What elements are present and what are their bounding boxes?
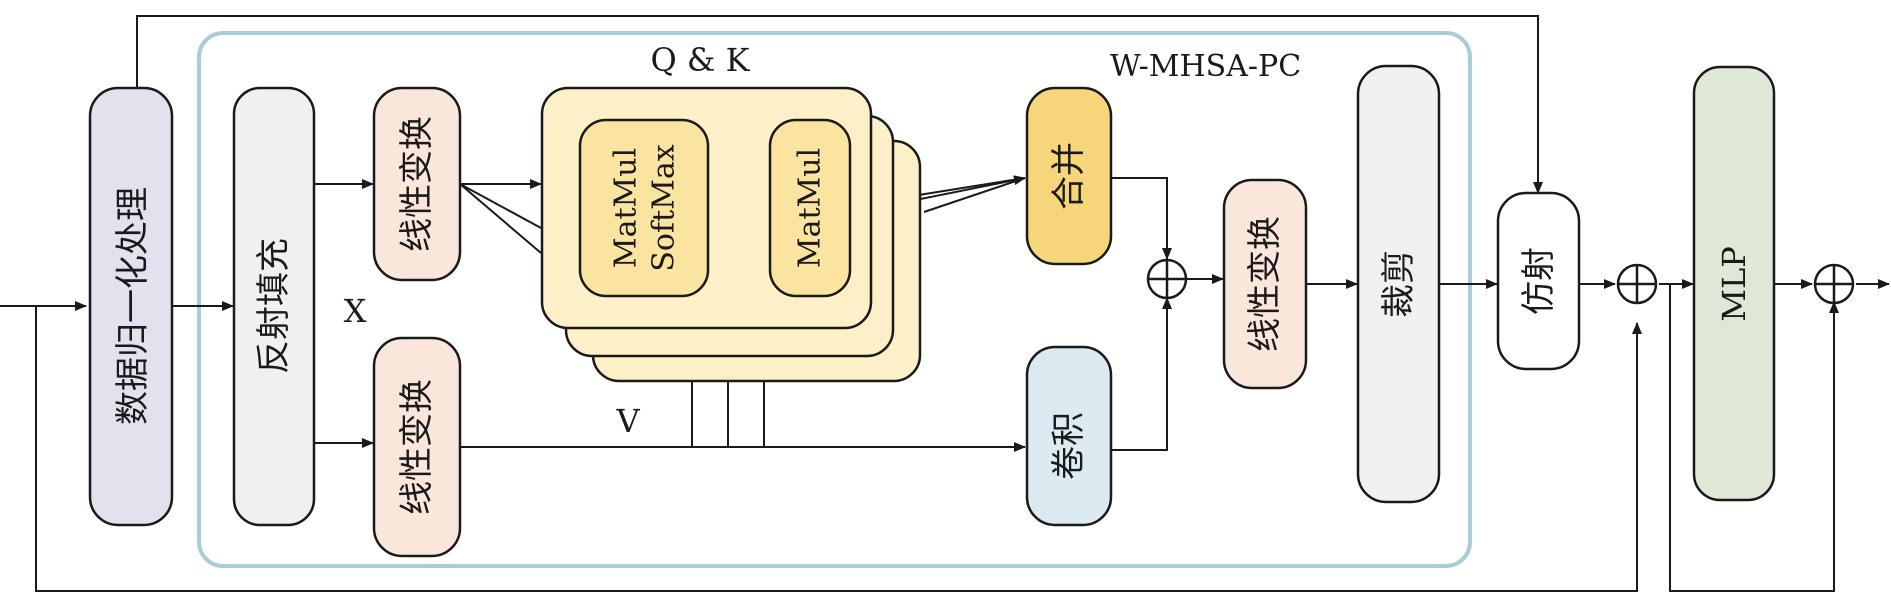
affine-block: 仿射 (1496, 191, 1581, 371)
w-mhsa-pc-container (197, 31, 1472, 568)
pad-label: 反射填充 (254, 238, 294, 374)
linear-top-label: 线性变换 (397, 116, 437, 252)
mlp-block: MLP (1692, 65, 1776, 502)
linear-top-block: 线性变换 (372, 86, 462, 282)
merge-label: 合并 (1049, 142, 1089, 210)
matmul-block: MatMul (768, 118, 852, 298)
connections (0, 15, 1890, 592)
add-symbol-3 (1813, 263, 1855, 305)
linear-bottom-block: 线性变换 (372, 336, 462, 558)
qk-label: Q & K (651, 41, 751, 79)
crop-block: 裁剪 (1356, 64, 1441, 504)
matmul-softmax-block: MatMul SoftMax (578, 118, 710, 298)
norm-label: 数据归一化处理 (113, 187, 153, 425)
crop-label: 裁剪 (1379, 250, 1419, 318)
linear-after-block: 线性变换 (1222, 178, 1308, 390)
linear-bottom-label: 线性变换 (397, 379, 437, 515)
w-mhsa-pc-title: W-MHSA-PC (1110, 49, 1301, 84)
affine-label: 仿射 (1519, 247, 1559, 315)
linear-after-label: 线性变换 (1245, 216, 1285, 352)
conv-label: 卷积 (1049, 412, 1089, 480)
pad-block: 反射填充 (232, 86, 316, 527)
add-symbol-1 (1146, 258, 1188, 300)
mlp-label: MLP (1715, 246, 1753, 322)
add-symbol-2 (1616, 263, 1658, 305)
matmul-label: MatMul (793, 148, 828, 268)
matmul-softmax-line1: MatMul (609, 148, 644, 268)
matmul-softmax-line2: SoftMax (647, 144, 682, 271)
x-label: X (344, 292, 367, 330)
conv-block: 卷积 (1025, 345, 1113, 527)
norm-block: 数据归一化处理 (88, 86, 174, 527)
v-label: V (615, 402, 640, 440)
merge-block: 合并 (1025, 86, 1113, 266)
